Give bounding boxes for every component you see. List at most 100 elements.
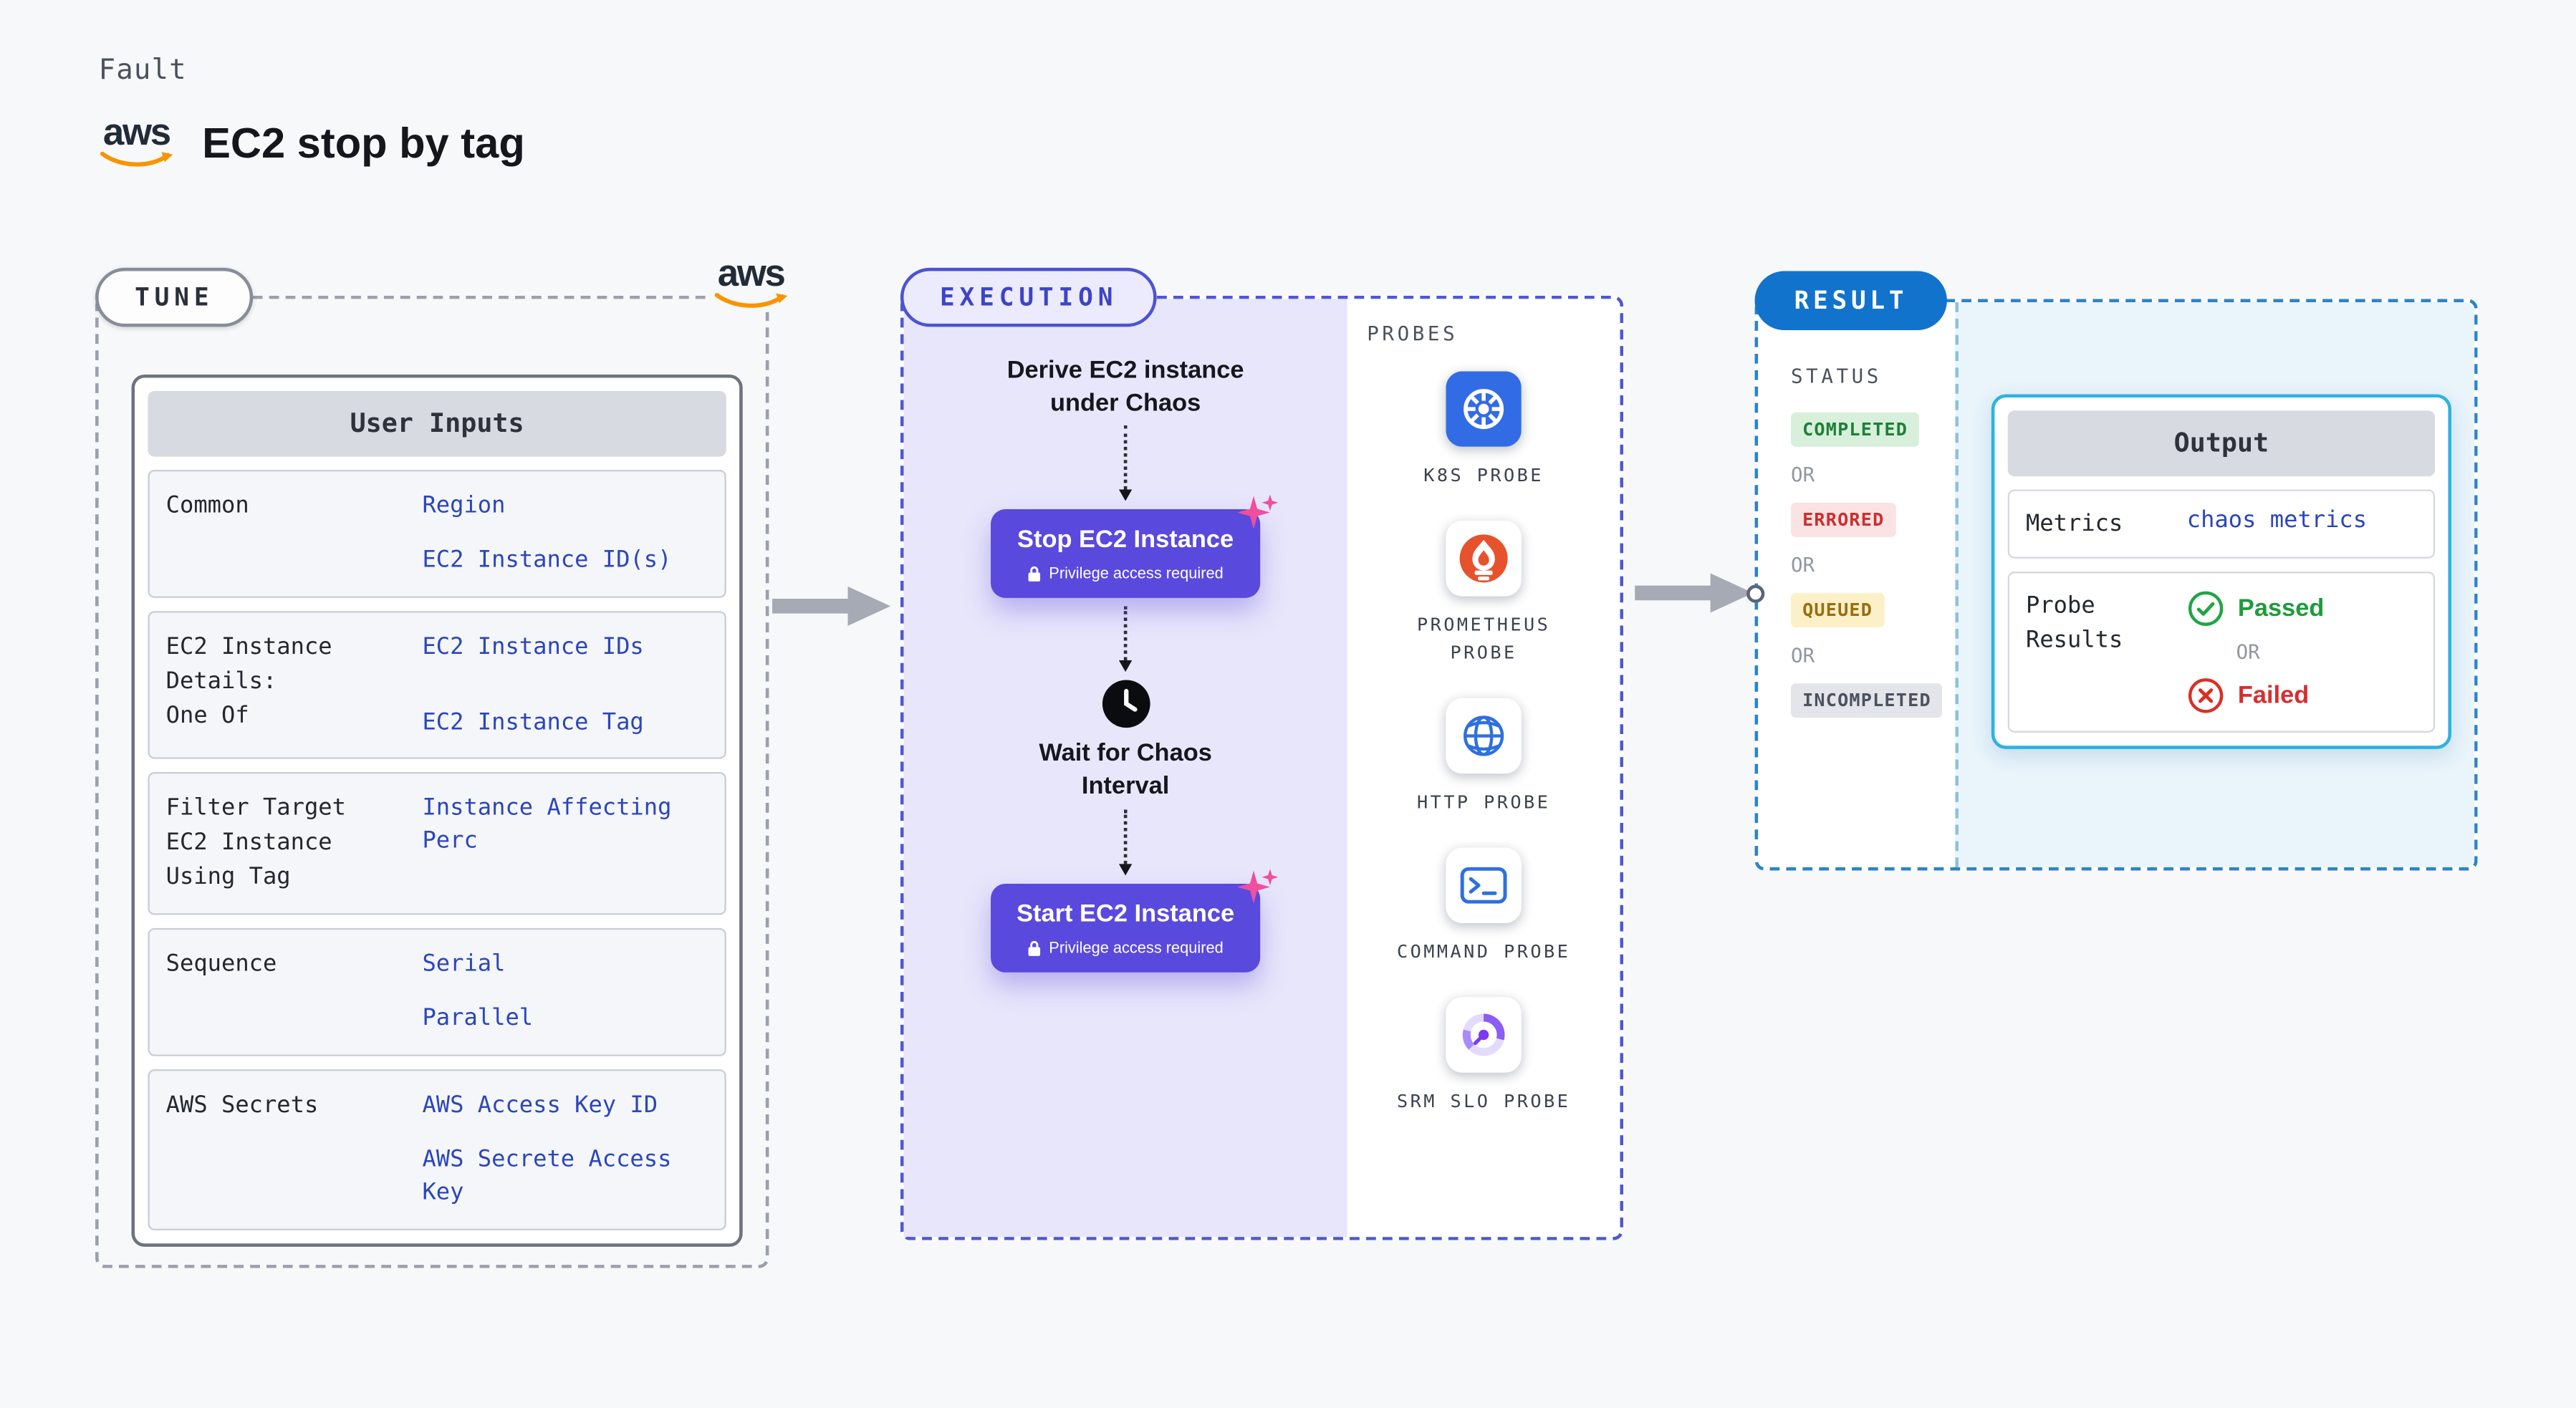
x-circle-icon [2188, 678, 2224, 714]
probe-prometheus: PROMETHEUS PROBE [1397, 521, 1571, 667]
privilege-note: Privilege access required [1004, 940, 1246, 958]
input-row-label: Sequence [165, 951, 277, 978]
user-inputs-card: User Inputs Common Region EC2 Instance I… [131, 374, 743, 1247]
input-row-values: EC2 Instance IDs EC2 Instance Tag [422, 630, 708, 740]
sparkle-icon [1237, 494, 1279, 529]
result-pill: RESULT [1754, 271, 1948, 331]
execution-flow: Derive EC2 instance under Chaos Stop EC2… [903, 299, 1347, 1238]
dotted-line [1123, 606, 1128, 661]
aws-smile-icon [100, 151, 173, 167]
aws-logo-text: aws [717, 251, 786, 294]
node-title: Start EC2 Instance [1017, 900, 1235, 928]
status-badge-completed: COMPLETED [1791, 412, 1920, 447]
input-value-link[interactable]: AWS Access Key ID [422, 1091, 658, 1119]
input-value-link[interactable]: Instance Affecting Perc [422, 795, 672, 855]
probe-command: COMMAND PROBE [1397, 847, 1571, 966]
input-value-link[interactable]: EC2 Instance Tag [422, 709, 644, 736]
or-label: OR [1791, 644, 1815, 667]
input-row-values: AWS Access Key ID AWS Secrete Access Key [422, 1089, 708, 1210]
input-row-filter-target: Filter Target EC2 Instance Using Tag Ins… [148, 772, 726, 915]
execution-pill: EXECUTION [900, 267, 1158, 327]
clock-icon [1101, 680, 1150, 728]
or-label: OR [1791, 463, 1815, 486]
privilege-note-text: Privilege access required [1049, 939, 1224, 958]
probe-label: HTTP PROBE [1416, 791, 1551, 814]
dotted-line [1123, 425, 1128, 490]
input-row-values: Instance Affecting Perc [422, 792, 708, 895]
input-row-instance-details: EC2 Instance Details: One Of EC2 Instanc… [148, 610, 726, 760]
input-value-link[interactable]: AWS Secrete Access Key [422, 1147, 672, 1207]
probe-label: PROMETHEUS PROBE [1416, 614, 1551, 664]
flow-connector [1118, 425, 1133, 501]
probe-k8s: K8S PROBE [1397, 371, 1571, 489]
aws-logo-text: aws [102, 110, 171, 153]
aws-smile-icon [714, 293, 788, 308]
start-ec2-instance-node: Start EC2 Instance Privilege access requ… [991, 869, 1279, 973]
connector-dot [1746, 584, 1765, 603]
check-circle-icon [2188, 592, 2224, 627]
arrow-down-icon [1118, 489, 1133, 501]
probe-list: K8S PROBE PROMETHEUS PROBE [1347, 371, 1620, 1116]
prometheus-probe-icon [1446, 521, 1522, 597]
input-row-values: Region EC2 Instance ID(s) [422, 489, 708, 577]
input-value-link[interactable]: Parallel [422, 1006, 534, 1033]
passed-line: Passed [2187, 590, 2325, 628]
wait-clock [1100, 678, 1151, 729]
stop-ec2-instance-node: Stop EC2 Instance Privilege access requi… [991, 494, 1279, 598]
probe-label: SRM SLO PROBE [1397, 1091, 1571, 1113]
input-row-values: Serial Parallel [422, 948, 708, 1036]
chaos-metrics-link[interactable]: chaos metrics [2186, 507, 2368, 534]
lock-icon [1029, 566, 1042, 582]
metrics-label: Metrics [2026, 511, 2123, 538]
status-column: STATUS COMPLETED OR ERRORED OR QUEUED OR… [1791, 365, 1943, 718]
execution-section: EXECUTION Derive EC2 instance under Chao… [900, 267, 1624, 1240]
or-label: OR [2236, 641, 2260, 665]
output-card: Output Metrics chaos metrics Probe Resul… [1991, 394, 2452, 750]
tune-pill: TUNE [95, 267, 254, 327]
probe-label: K8S PROBE [1423, 465, 1544, 486]
http-probe-icon [1446, 698, 1522, 774]
output-header: Output [2007, 410, 2436, 477]
input-value-link[interactable]: EC2 Instance ID(s) [422, 547, 672, 574]
arrow-down-icon [1118, 660, 1133, 672]
input-row-label: Common [165, 493, 249, 519]
passed-label: Passed [2237, 594, 2325, 623]
failed-label: Failed [2237, 682, 2310, 710]
srm-slo-probe-icon [1446, 997, 1522, 1074]
tune-section: TUNE aws User Inputs Common Region EC2 I… [95, 254, 792, 1268]
status-badge-incompleted: INCOMPLETED [1791, 683, 1943, 718]
node-title: Stop EC2 Instance [1017, 525, 1234, 554]
arrow-right-icon [1635, 573, 1754, 613]
probe-results-values: Passed OR Failed [2187, 590, 2325, 715]
aws-logo: aws [95, 110, 178, 171]
flow-connector [1118, 809, 1133, 876]
aws-logo-small: aws [709, 251, 792, 312]
result-section: RESULT STATUS COMPLETED OR ERRORED OR QU… [1746, 271, 2478, 871]
probes-panel: PROBES [1347, 299, 1620, 1238]
failed-line: Failed [2187, 678, 2325, 715]
status-label: STATUS [1791, 365, 1882, 388]
input-row-sequence: Sequence Serial Parallel [148, 928, 726, 1056]
input-value-link[interactable]: Serial [422, 951, 506, 978]
probes-label: PROBES [1367, 322, 1458, 345]
privilege-note-text: Privilege access required [1049, 564, 1224, 584]
status-badge-queued: QUEUED [1791, 592, 1885, 628]
flow-connector [1118, 606, 1133, 672]
dotted-line [1123, 809, 1128, 864]
command-probe-icon [1446, 847, 1522, 924]
k8s-probe-icon [1446, 371, 1522, 447]
derive-step-label: Derive EC2 instance under Chaos [1006, 356, 1244, 417]
status-badge-errored: ERRORED [1791, 502, 1896, 538]
input-value-link[interactable]: Region [422, 493, 506, 519]
page-title: EC2 stop by tag [202, 117, 525, 167]
input-row-common: Common Region EC2 Instance ID(s) [148, 469, 726, 597]
input-row-label: Filter Target EC2 Instance Using Tag [165, 795, 346, 891]
probe-results-label: Probe Results [2026, 593, 2123, 653]
user-inputs-header: User Inputs [148, 390, 726, 457]
sparkle-icon [1237, 869, 1279, 904]
probe-srm-slo: SRM SLO PROBE [1397, 997, 1571, 1116]
page-header: aws EC2 stop by tag [95, 110, 525, 171]
input-row-aws-secrets: AWS Secrets AWS Access Key ID AWS Secret… [148, 1069, 726, 1230]
input-value-link[interactable]: EC2 Instance IDs [422, 633, 644, 660]
